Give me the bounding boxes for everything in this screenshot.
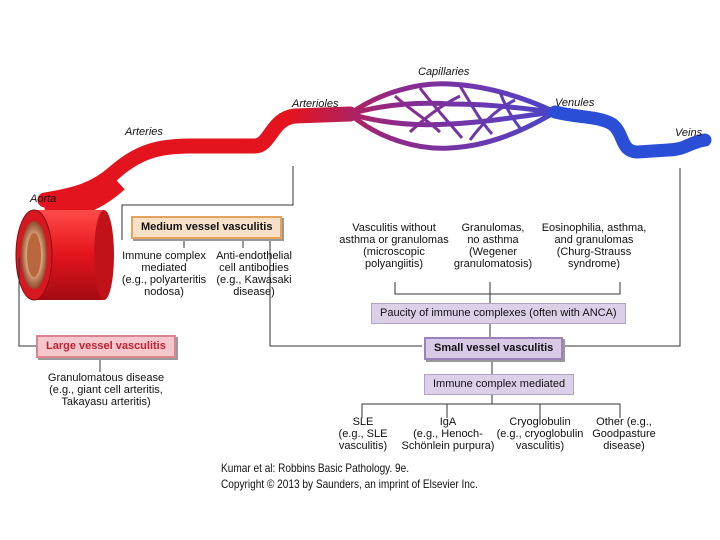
item-line: (e.g., SLE bbox=[338, 428, 388, 440]
large-item-granulomatous: Granulomatous disease (e.g., giant cell … bbox=[44, 372, 168, 408]
item-line: (microscopic bbox=[363, 246, 425, 258]
immune-complex-box: Immune complex mediated bbox=[424, 374, 575, 395]
item-line: Schönlein purpura) bbox=[401, 440, 495, 452]
item-line: Immune complex bbox=[122, 250, 206, 262]
item-line: (e.g., Kawasaki bbox=[216, 274, 292, 286]
capillary-bed bbox=[348, 81, 557, 151]
item-line: disease) bbox=[233, 286, 275, 298]
item-line: syndrome) bbox=[568, 258, 620, 270]
small-vessel-box: Small vessel vasculitis bbox=[424, 337, 564, 360]
vein-tree bbox=[548, 105, 712, 159]
item-line: asthma or granulomas bbox=[339, 234, 449, 246]
immune-item-iga: IgA (e.g., Henoch- Schönlein purpura) bbox=[400, 416, 496, 452]
item-line: vasculitis) bbox=[338, 440, 388, 452]
item-line: mediated bbox=[141, 262, 187, 274]
artery-tree bbox=[37, 106, 358, 222]
item-line: (e.g., giant cell arteritis, bbox=[49, 384, 163, 396]
item-line: and granulomas bbox=[554, 234, 634, 246]
item-line: (e.g., Henoch- bbox=[413, 428, 483, 440]
item-line: SLE bbox=[352, 416, 374, 428]
item-line: (Churg-Strauss bbox=[556, 246, 632, 258]
item-line: Other (e.g., bbox=[596, 416, 652, 428]
venules-label: Venules bbox=[555, 97, 595, 109]
medium-item-antiendothelial: Anti-endothelial cell antibodies (e.g., … bbox=[212, 250, 296, 298]
item-line: Granulomatous disease bbox=[47, 372, 165, 384]
pauci-item-wegener: Granulomas, no asthma (Wegener granuloma… bbox=[448, 222, 538, 270]
immune-item-other: Other (e.g., Goodpasture disease) bbox=[584, 416, 664, 452]
item-line: vasculitis) bbox=[515, 440, 565, 452]
item-line: Eosinophilia, asthma, bbox=[541, 222, 647, 234]
item-line: granulomatosis) bbox=[453, 258, 533, 270]
item-line: Granulomas, bbox=[461, 222, 525, 234]
item-line: disease) bbox=[603, 440, 645, 452]
item-line: Goodpasture bbox=[592, 428, 656, 440]
arteries-label: Arteries bbox=[125, 126, 163, 138]
immune-item-sle: SLE (e.g., SLE vasculitis) bbox=[326, 416, 400, 452]
capillaries-label: Capillaries bbox=[418, 66, 470, 78]
paucity-box: Paucity of immune complexes (often with … bbox=[371, 303, 626, 324]
item-line: (e.g., polyarteritis bbox=[121, 274, 207, 286]
item-line: Vasculitis without bbox=[352, 222, 436, 234]
credit-line-1: Kumar et al: Robbins Basic Pathology. 9e… bbox=[221, 461, 410, 475]
pauci-item-mpa: Vasculitis without asthma or granulomas … bbox=[334, 222, 454, 270]
aorta-label: Aorta bbox=[30, 193, 57, 205]
credit-line-2: Copyright © 2013 by Saunders, an imprint… bbox=[221, 477, 478, 491]
item-line: no asthma bbox=[467, 234, 519, 246]
medium-vessel-box: Medium vessel vasculitis bbox=[131, 216, 283, 239]
item-line: (e.g., cryoglobulin bbox=[496, 428, 584, 440]
arterioles-label: Arterioles bbox=[292, 98, 339, 110]
veins-label: Veins bbox=[675, 127, 703, 139]
medium-item-immune: Immune complex mediated (e.g., polyarter… bbox=[118, 250, 210, 298]
large-vessel-box: Large vessel vasculitis bbox=[36, 335, 176, 358]
item-line: (Wegener bbox=[468, 246, 518, 258]
immune-item-cryoglobulin: Cryoglobulin (e.g., cryoglobulin vasculi… bbox=[494, 416, 586, 452]
item-line: Takayasu arteritis) bbox=[61, 396, 151, 408]
connector-lines bbox=[18, 166, 681, 418]
item-line: Anti-endothelial bbox=[216, 250, 292, 262]
aorta-cylinder bbox=[15, 209, 114, 301]
item-line: Cryoglobulin bbox=[509, 416, 571, 428]
item-line: cell antibodies bbox=[219, 262, 289, 274]
item-line: nodosa) bbox=[144, 286, 184, 298]
item-line: polyangiitis) bbox=[364, 258, 424, 270]
pauci-item-churg-strauss: Eosinophilia, asthma, and granulomas (Ch… bbox=[534, 222, 654, 270]
item-line: IgA bbox=[439, 416, 457, 428]
